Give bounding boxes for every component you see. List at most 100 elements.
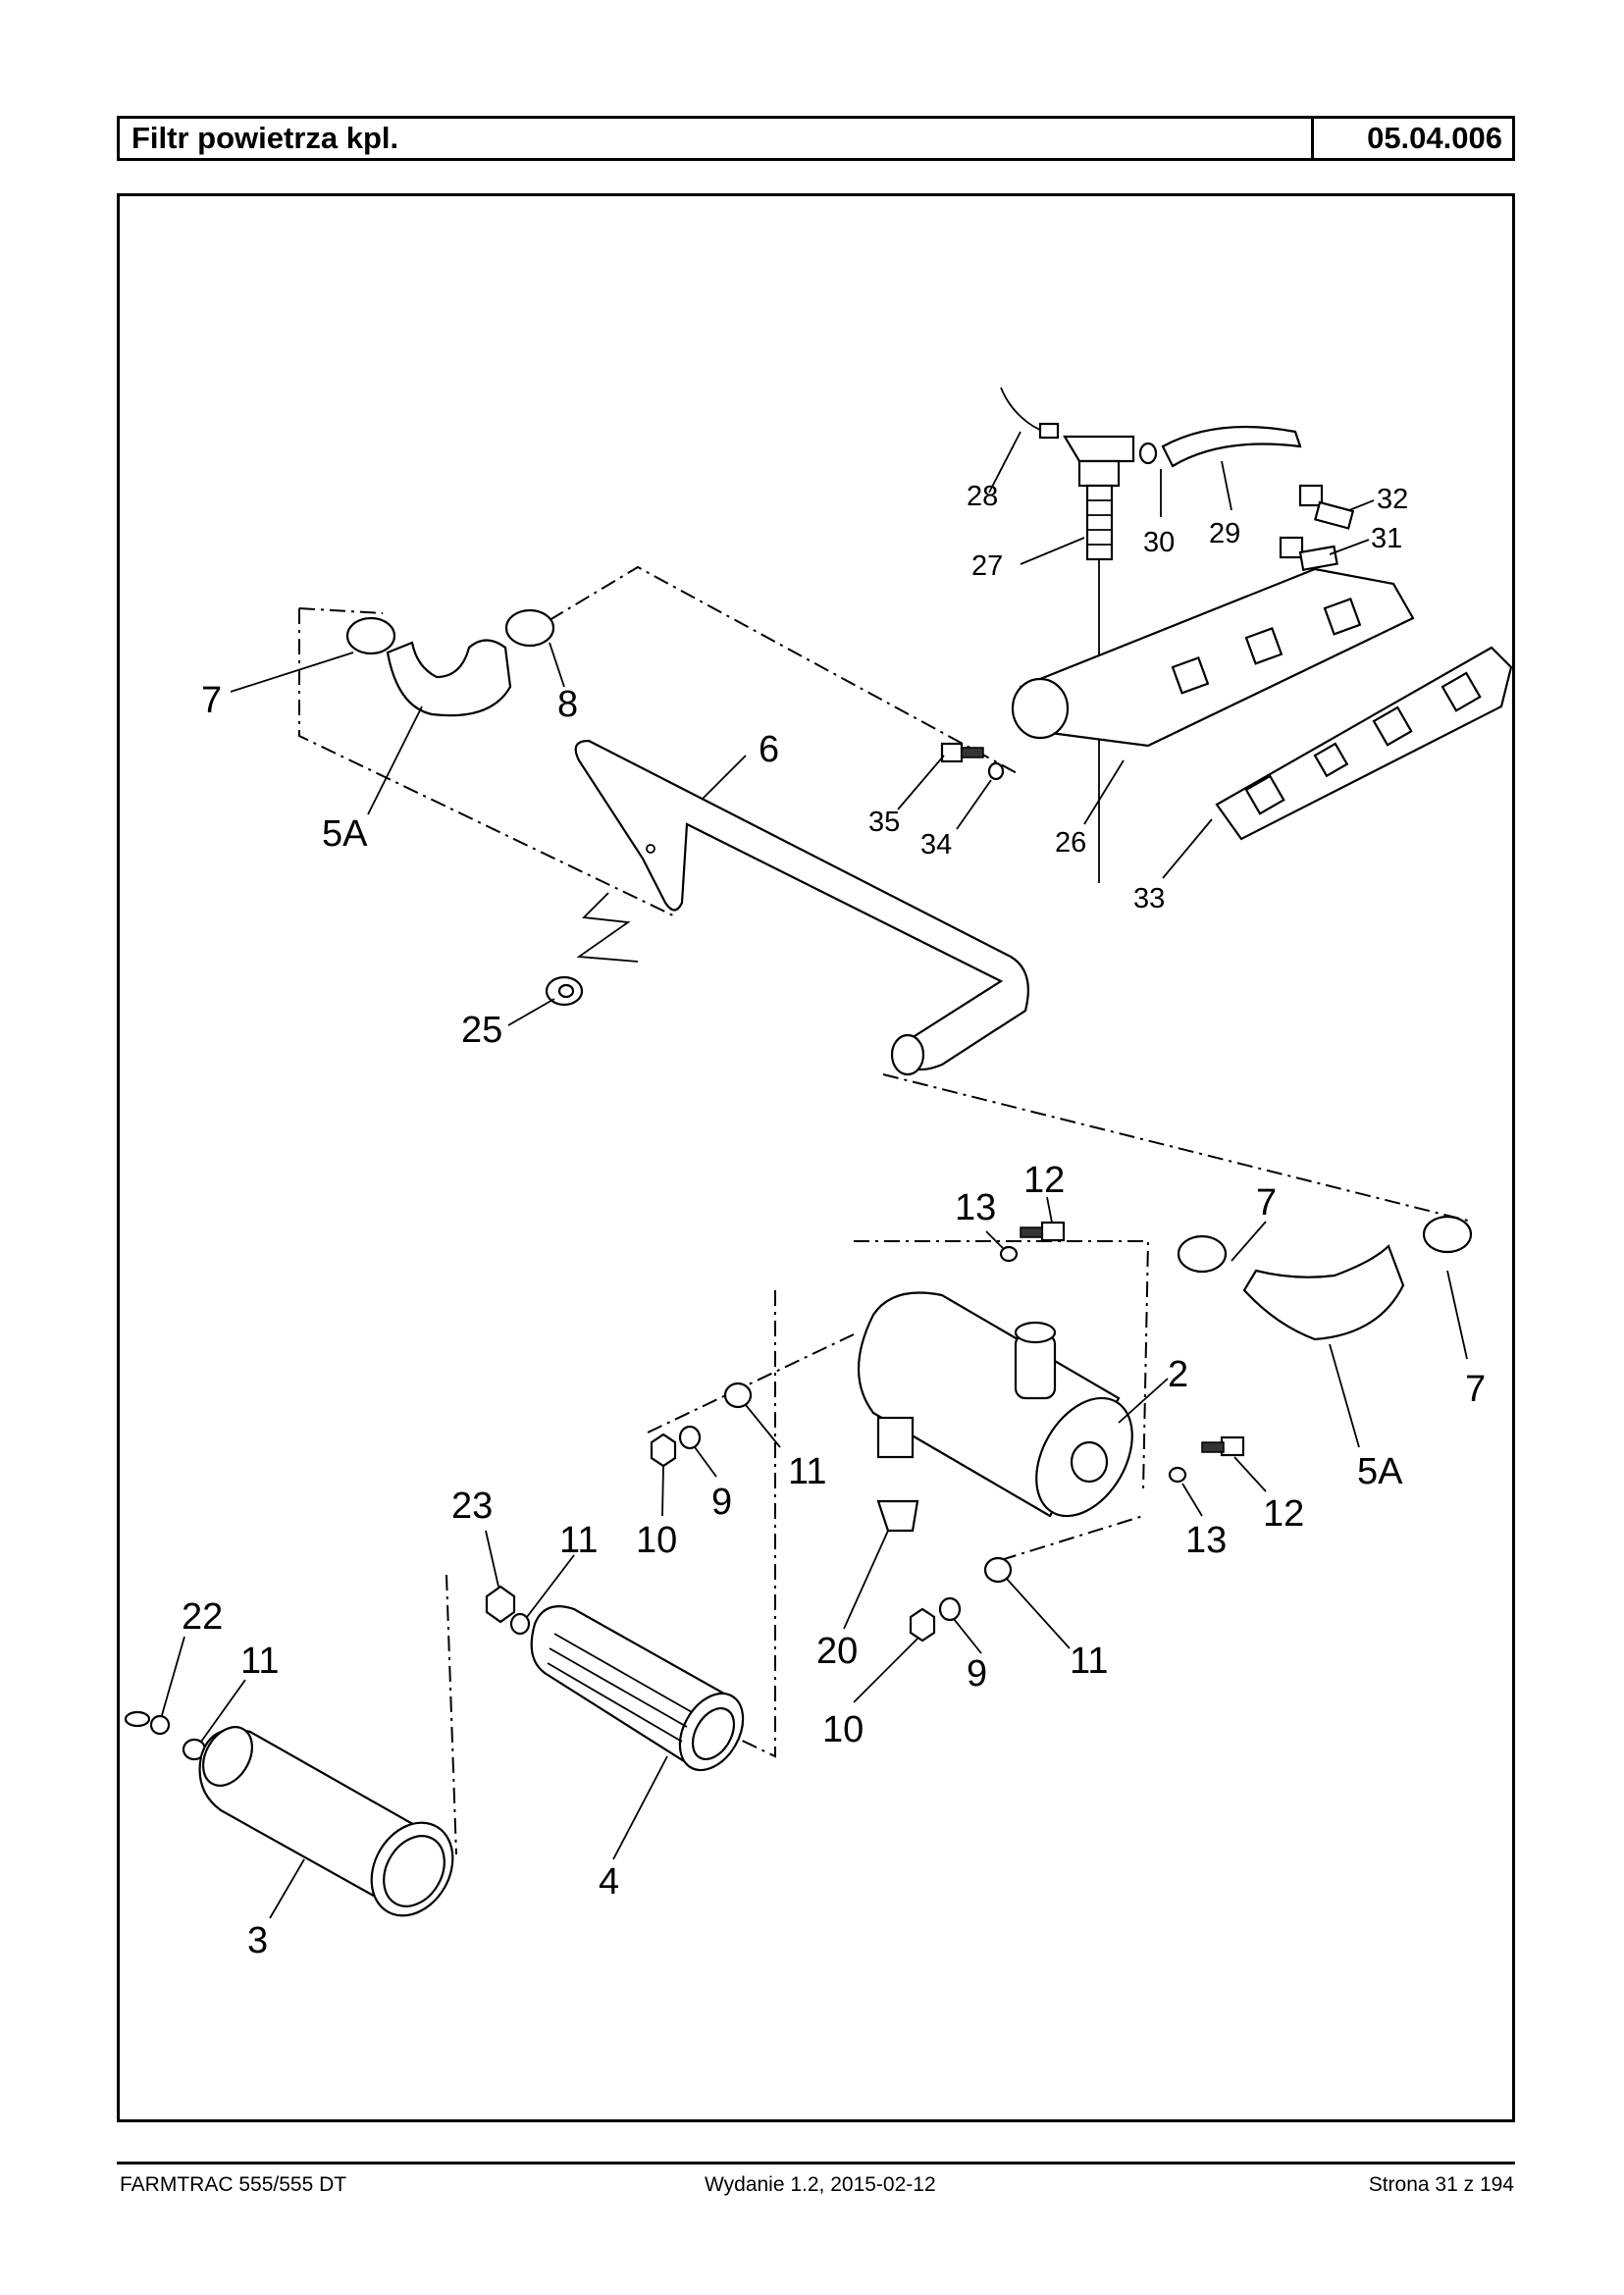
callout-23: 23 [451,1486,493,1527]
callout-7-right-a: 7 [1256,1182,1277,1224]
dust-valve-20 [876,1499,919,1533]
leader-23 [485,1530,499,1588]
assembly-line-filter [445,1574,457,1855]
pipe-end [890,1033,925,1076]
page-title: Filtr powietrza kpl. [120,119,1314,158]
air-cleaner-housing-2 [858,1291,1133,1518]
callout-12-lower: 12 [1263,1493,1304,1535]
assembly-line-bolt-a [647,1333,855,1434]
nut-23 [485,1585,516,1624]
callout-7-upper: 7 [201,680,222,721]
callout-3: 3 [247,1920,268,1961]
leader-11d [200,1679,246,1743]
callout-6: 6 [759,729,779,770]
leader-4 [612,1755,668,1860]
header-bar: Filtr powietrza kpl. 05.04.006 [117,116,1515,161]
bolt-12-upper [1020,1221,1066,1242]
bolt-32 [1298,484,1355,530]
callout-35: 35 [868,807,900,838]
callout-10-a: 10 [636,1520,677,1561]
leader-8 [549,642,565,688]
leader-27 [1020,537,1085,565]
callout-11-b: 11 [559,1520,598,1561]
leader-34 [956,779,992,830]
callout-22: 22 [182,1596,223,1638]
sensor-connector [1038,422,1060,440]
assembly-line-bracket-left [733,1290,776,1758]
leader-25 [507,998,555,1026]
callout-27: 27 [971,550,1003,582]
wing-nut-22 [124,1710,171,1736]
leader-2 [1118,1378,1169,1424]
leader-31 [1329,539,1370,555]
leader-28 [988,431,1022,494]
fitting-body [1077,459,1121,488]
callout-32: 32 [1377,484,1408,515]
diagram-frame [117,193,1515,2122]
leader-11a [745,1404,781,1448]
leader-13b [1181,1483,1203,1517]
assembly-line-bracket [854,1240,1150,1492]
callout-30: 30 [1143,527,1175,558]
footer-model: FARMTRAC 555/555 DT [120,2173,347,2196]
footer-edition: Wydanie 1.2, 2015-02-12 [705,2173,936,2196]
small-hose [1161,425,1302,468]
callout-8: 8 [557,684,578,725]
leader-10a [661,1466,664,1517]
leader-10b [853,1638,918,1703]
hose-5a-right [1242,1244,1405,1341]
callout-5a-upper: 5A [322,813,368,855]
bolt-35 [940,742,984,763]
leader-5a-top [367,705,423,815]
callout-12-upper: 12 [1023,1160,1065,1201]
section-code: 05.04.006 [1367,121,1502,155]
leader-9b [953,1618,982,1654]
callout-25: 25 [461,1010,502,1051]
callout-11-a: 11 [788,1451,826,1492]
leader-33 [1162,818,1213,879]
spring-washer-9-b [938,1596,962,1622]
bolt-31 [1279,536,1338,572]
leader-29 [1221,460,1232,511]
safety-filter-element-4 [530,1605,745,1772]
tee-fitting [1063,435,1135,463]
callout-31: 31 [1371,523,1402,554]
assembly-line-upper-left [298,608,678,918]
leader-9a [694,1446,717,1478]
assembly-line-manifold [549,565,1022,776]
leader-22 [161,1636,185,1716]
leader-12b [1233,1456,1267,1492]
leader-7b [1231,1221,1267,1262]
leader-32 [1348,499,1375,511]
footer-page: Strona 31 z 194 [1368,2173,1514,2196]
assembly-line-bolt-b [1000,1515,1144,1561]
washer-13-upper [999,1245,1019,1263]
callout-9-b: 9 [967,1653,987,1695]
threaded-stem [1085,484,1114,561]
spring-washer-9-a [678,1425,702,1450]
washer-13-lower [1168,1466,1187,1484]
leader-6 [701,755,747,801]
callout-10-b: 10 [822,1709,864,1750]
bolt-12-lower [1201,1435,1245,1457]
clamp-7-right-a [1177,1234,1228,1274]
clamp-7-right-b [1422,1215,1473,1254]
callout-9-a: 9 [711,1482,732,1523]
callout-7-right-b: 7 [1465,1369,1486,1410]
callout-34: 34 [920,829,952,861]
callout-26: 26 [1055,827,1086,859]
callout-28: 28 [967,481,998,512]
washer-11-a [723,1382,753,1409]
callout-11-d: 11 [240,1641,279,1682]
callout-13-upper: 13 [955,1187,996,1228]
nut-10-a [650,1433,677,1468]
callout-2: 2 [1168,1354,1188,1395]
sensor-wire [1000,387,1046,433]
assembly-line-hose [882,1073,1473,1223]
main-filter-element-3 [198,1726,454,1917]
clamp-7-upper [345,616,396,655]
assembly-line-clamp [298,607,384,614]
small-clip [1138,442,1158,465]
leader-3 [269,1858,305,1919]
